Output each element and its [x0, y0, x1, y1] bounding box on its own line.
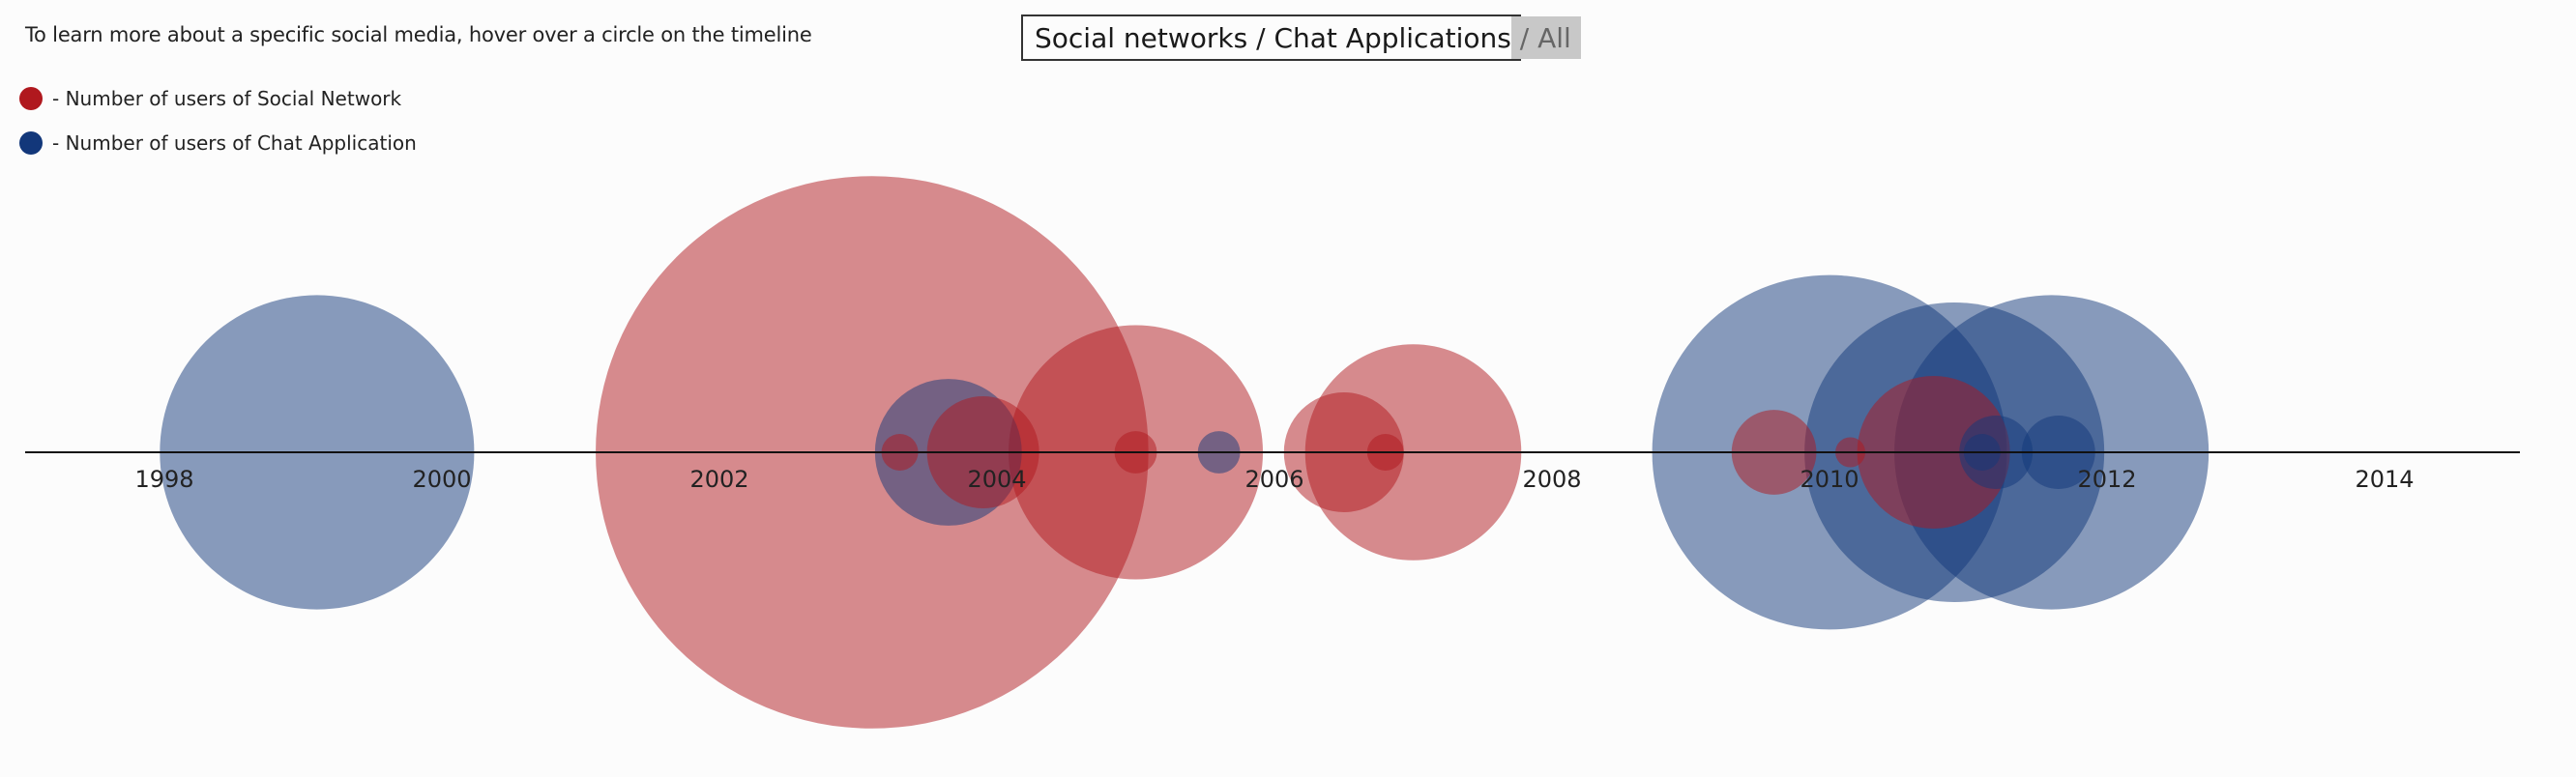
legend-item-social: - Number of users of Social Network	[19, 85, 417, 112]
filter-separator: /	[1510, 21, 1538, 54]
legend-item-chat: - Number of users of Chat Application	[19, 130, 417, 157]
tick-label-2006: 2006	[1244, 466, 1303, 493]
filter-social-networks[interactable]: Social networks	[1035, 21, 1248, 54]
instruction-text: To learn more about a specific social me…	[25, 23, 812, 46]
filter-all[interactable]: / All	[1510, 16, 1581, 59]
legend: - Number of users of Social Network - Nu…	[19, 85, 417, 174]
tick-label-2002: 2002	[689, 466, 748, 493]
filter-all-label: All	[1537, 21, 1571, 54]
tick-label-2014: 2014	[2355, 466, 2414, 493]
tick-label-2004: 2004	[967, 466, 1026, 493]
legend-chat-dot	[19, 131, 43, 155]
filter-separator: /	[1247, 21, 1274, 54]
tick-label-2008: 2008	[1522, 466, 1581, 493]
legend-chat-label: - Number of users of Chat Application	[52, 131, 417, 155]
tick-labels: 1998 2000 2002 2004 2006 2008 2010 2012 2014	[134, 466, 2414, 493]
tick-label-1998: 1998	[134, 466, 193, 493]
category-filter: Social networks / Chat Applications / Al…	[1021, 14, 1581, 61]
tick-label-2000: 2000	[412, 466, 471, 493]
tick-label-2012: 2012	[2077, 466, 2136, 493]
legend-social-dot	[19, 87, 43, 110]
legend-social-label: - Number of users of Social Network	[52, 87, 402, 110]
tick-label-2010: 2010	[1800, 466, 1859, 493]
filter-chat-applications[interactable]: Chat Applications	[1273, 21, 1511, 54]
